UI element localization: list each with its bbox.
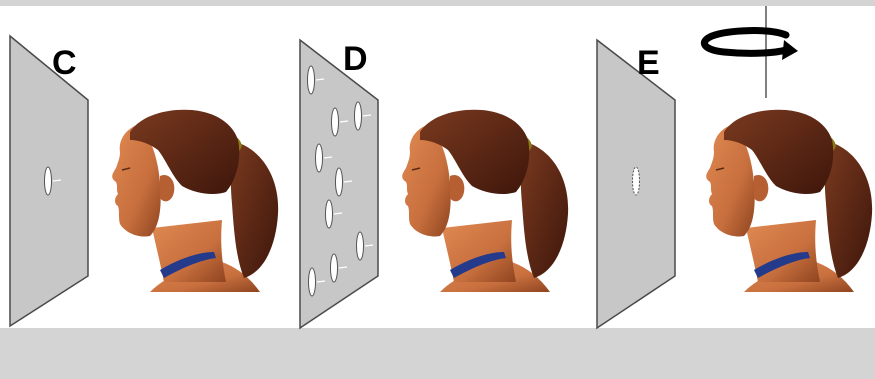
panel-label-c: C: [52, 46, 77, 80]
aperture-e: [633, 167, 640, 195]
panel-label-d: D: [343, 42, 368, 76]
panel-label-e: E: [637, 46, 660, 80]
